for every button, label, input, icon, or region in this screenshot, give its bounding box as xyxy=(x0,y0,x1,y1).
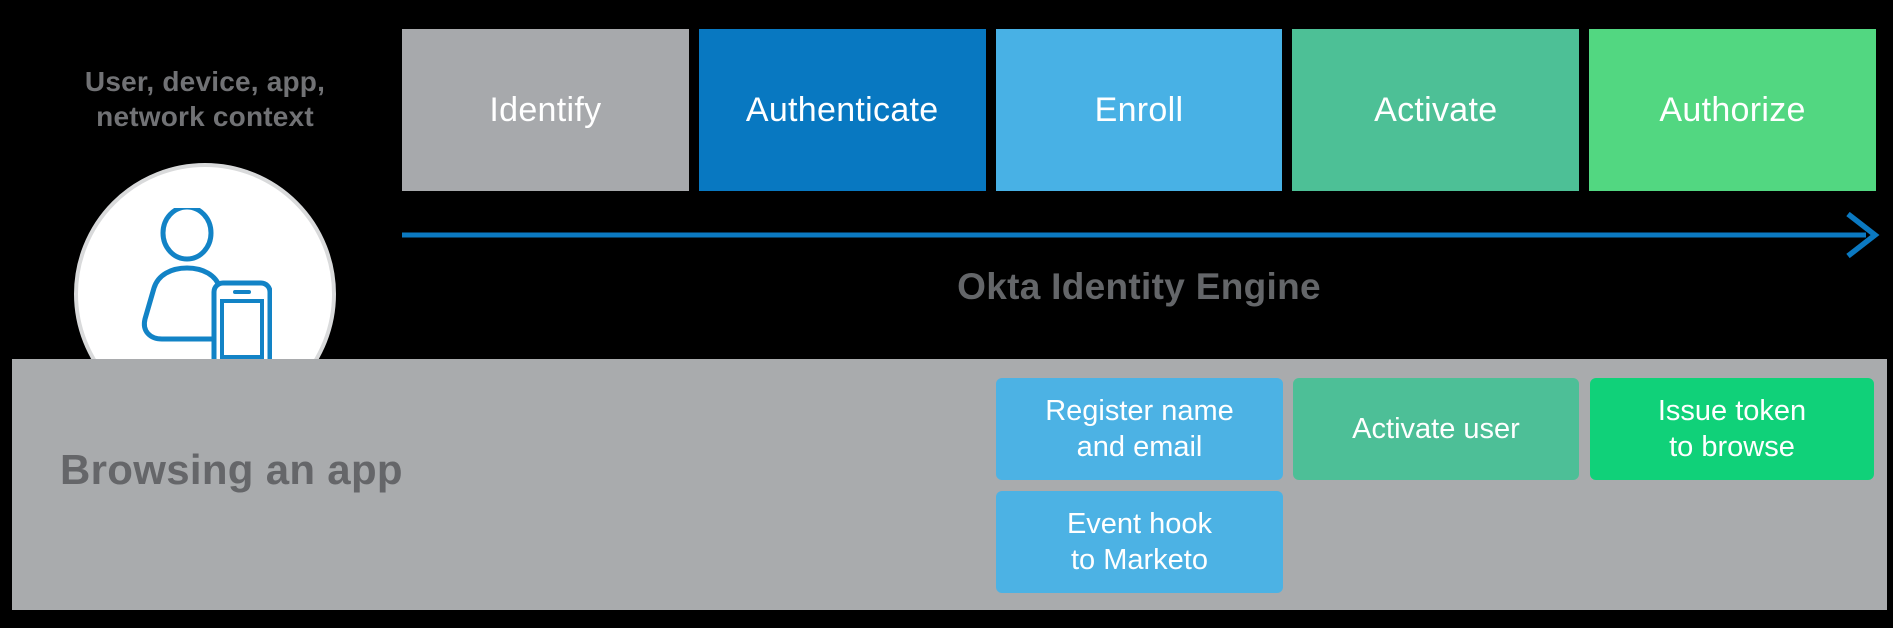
scenario-title: Browsing an app xyxy=(60,446,403,493)
stage-identify: Identify xyxy=(402,29,689,191)
engine-title: Okta Identity Engine xyxy=(957,266,1321,307)
stage-enroll: Enroll xyxy=(995,29,1283,191)
stage-authenticate: Authenticate xyxy=(698,29,986,191)
context-caption-line2: network context xyxy=(96,101,314,132)
step-register-line2: and email xyxy=(1076,431,1203,463)
stage-identify-label: Identify xyxy=(489,90,602,129)
step-issue-token-line2: to browse xyxy=(1669,431,1795,463)
stage-authenticate-label: Authenticate xyxy=(745,90,939,129)
step-register-name-email: Register name and email xyxy=(996,378,1283,480)
stage-authorize-label: Authorize xyxy=(1659,90,1806,129)
pipeline-stages: Identify Authenticate Enroll Activate Au… xyxy=(402,29,1876,191)
step-event-hook-line1: Event hook xyxy=(1066,508,1213,540)
context-caption-line1: User, device, app, xyxy=(84,66,326,97)
stage-activate-label: Activate xyxy=(1374,90,1498,129)
stage-enroll-label: Enroll xyxy=(1094,90,1184,129)
timeline-arrow-icon xyxy=(402,211,1880,259)
step-issue-token-line1: Issue token xyxy=(1657,395,1807,427)
step-register-line1: Register name xyxy=(1045,395,1234,427)
step-issue-token: Issue token to browse xyxy=(1590,378,1874,480)
user-with-phone-icon xyxy=(141,208,272,378)
stage-authorize: Authorize xyxy=(1589,29,1876,191)
step-activate-user-line1: Activate user xyxy=(1352,413,1520,445)
step-event-hook-line2: to Marketo xyxy=(1070,544,1208,576)
step-event-hook-marketo: Event hook to Marketo xyxy=(996,491,1283,593)
stage-activate: Activate xyxy=(1292,29,1580,191)
context-caption: User, device, app, network context xyxy=(30,64,380,134)
step-activate-user: Activate user xyxy=(1293,378,1579,480)
